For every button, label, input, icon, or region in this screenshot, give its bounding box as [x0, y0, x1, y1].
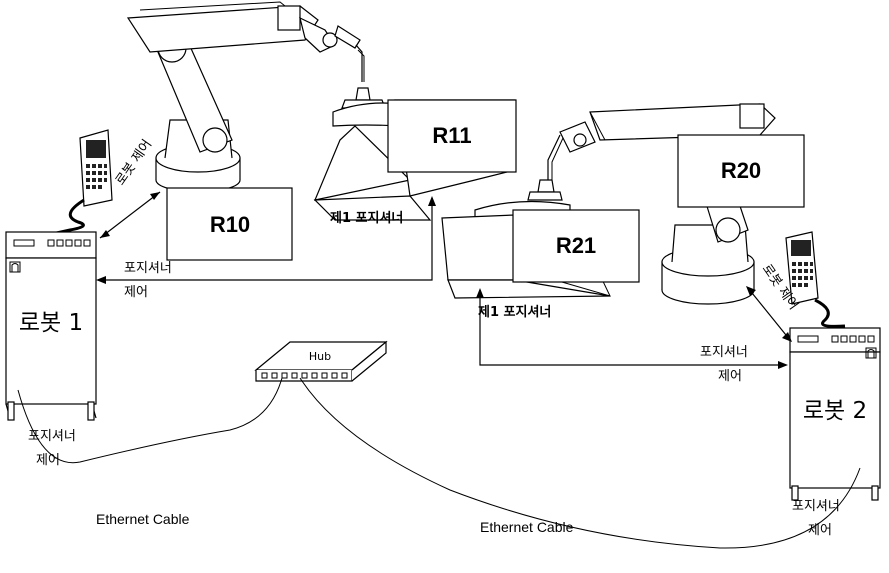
robot-1-label: 로봇 1 [19, 310, 83, 336]
positioner-r11: R11 [313, 87, 517, 221]
teach-pendant-left-icon [51, 129, 113, 236]
positioner-control-2-line2: 제어 [718, 369, 742, 384]
positioner-1-label-a: 제1 포지셔너 [330, 210, 403, 226]
r10-box: R10 [166, 187, 293, 261]
robot-control-arrow-2 [746, 286, 792, 342]
positioner-control-4-line1: 포지셔너 [792, 499, 840, 514]
r11-label-box [387, 99, 517, 173]
positioner-control-1-line2: 제어 [124, 285, 148, 300]
ethernet-cable-1 [17, 377, 283, 464]
positioner-control-3-line2: 제어 [36, 453, 60, 468]
robot-controller-1: 로봇 1 [5, 231, 97, 421]
positioner-control-arrow-1 [96, 196, 436, 284]
network-hub: Hub [254, 340, 388, 382]
positioner-control-arrow-2 [476, 288, 788, 369]
r21-label: R21 [556, 233, 596, 258]
positioner-control-4-line2: 제어 [808, 523, 832, 538]
ethernet-cable-label-2: Ethernet Cable [480, 519, 574, 535]
positioner-control-1-line1: 포지셔너 [124, 261, 172, 276]
robot-control-arrow-1 [99, 191, 161, 239]
robot-control-label-1: 로봇 제어 [113, 137, 155, 188]
r20-label: R20 [721, 158, 761, 183]
positioner-r21: R21 [441, 179, 640, 299]
positioner-1-label-b: 제1 포지셔너 [478, 304, 551, 320]
r20-label-box [677, 134, 805, 208]
hub-label: Hub [309, 350, 331, 363]
ethernet-cable-2 [299, 377, 861, 549]
ethernet-cable-label-1: Ethernet Cable [96, 511, 190, 527]
teach-pendant-right-icon [785, 231, 846, 328]
positioner-control-3-line1: 포지셔너 [28, 429, 76, 444]
r21-label-box [512, 209, 640, 283]
robot-2-label: 로봇 2 [803, 398, 867, 424]
r11-label: R11 [432, 123, 471, 148]
positioner-control-2-line1: 포지셔너 [700, 345, 748, 360]
r10-label: R10 [210, 212, 250, 237]
robot-arm-r10 [126, 1, 365, 193]
robot-arm-r20: R20 [547, 103, 805, 305]
robot-controller-2: 로봇 2 [789, 327, 881, 501]
